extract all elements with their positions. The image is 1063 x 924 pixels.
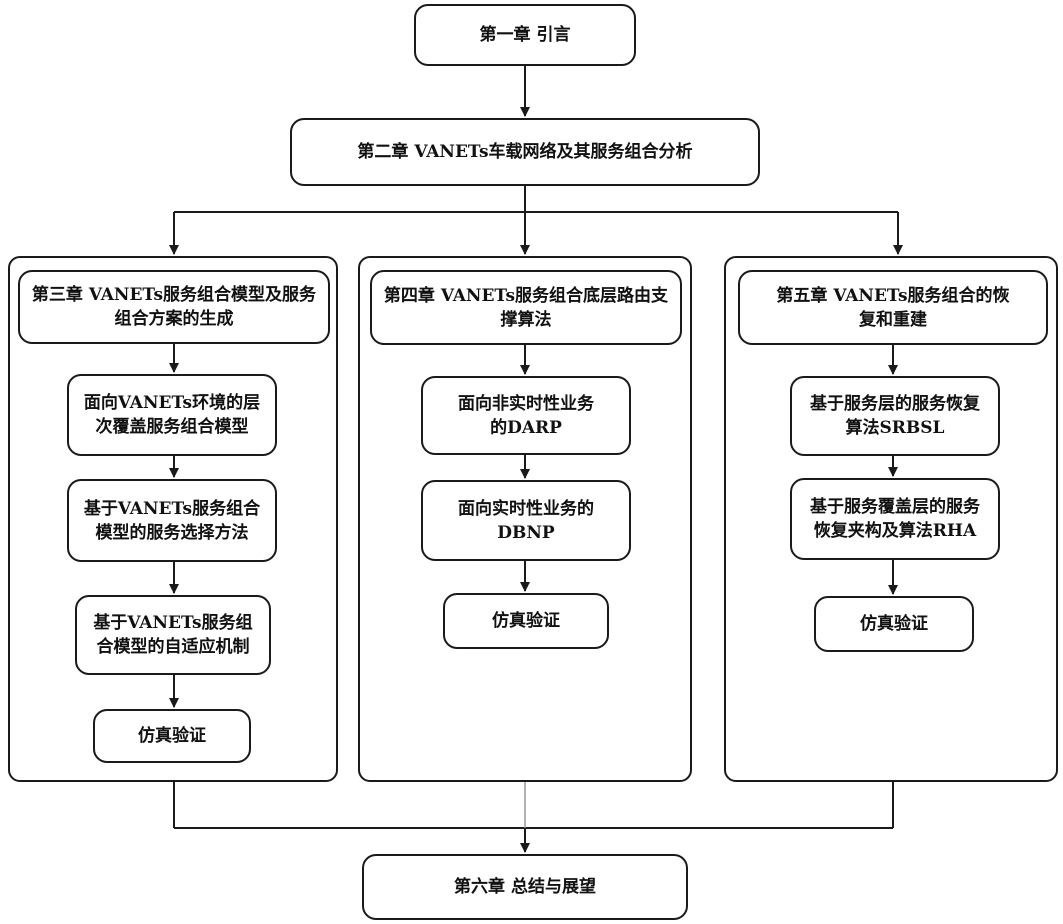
chapter-2-box: 第二章 VANETs车载网络及其服务组合分析 — [290, 118, 760, 186]
ch5-step-2: 基于服务覆盖层的服务恢复夹构及算法RHA — [790, 478, 1000, 560]
chapter-6-box: 第六章 总结与展望 — [362, 854, 688, 920]
chapter-1-box: 第一章 引言 — [414, 4, 636, 66]
ch4-step-3: 仿真验证 — [443, 593, 609, 649]
ch3-step-3: 基于VANETs服务组合模型的自适应机制 — [75, 595, 271, 675]
ch5-step-1: 基于服务层的服务恢复算法SRBSL — [790, 376, 1000, 456]
chapter-4-panel — [358, 256, 692, 782]
chapter-3-panel — [8, 256, 338, 782]
ch4-step-2: 面向实时性业务的DBNP — [421, 480, 631, 561]
ch3-step-2: 基于VANETs服务组合模型的服务选择方法 — [67, 479, 277, 562]
ch3-step-4: 仿真验证 — [93, 709, 251, 763]
ch4-step-1: 面向非实时性业务的DARP — [421, 376, 631, 455]
ch3-step-1: 面向VANETs环境的层次覆盖服务组合模型 — [67, 374, 277, 456]
chapter-5-panel — [724, 256, 1058, 782]
chapter-4-title: 第四章 VANETs服务组合底层路由支撑算法 — [370, 270, 682, 345]
chapter-5-title: 第五章 VANETs服务组合的恢复和重建 — [738, 270, 1048, 345]
chapter-3-title: 第三章 VANETs服务组合模型及服务组合方案的生成 — [18, 270, 330, 344]
ch5-step-3: 仿真验证 — [814, 596, 974, 652]
